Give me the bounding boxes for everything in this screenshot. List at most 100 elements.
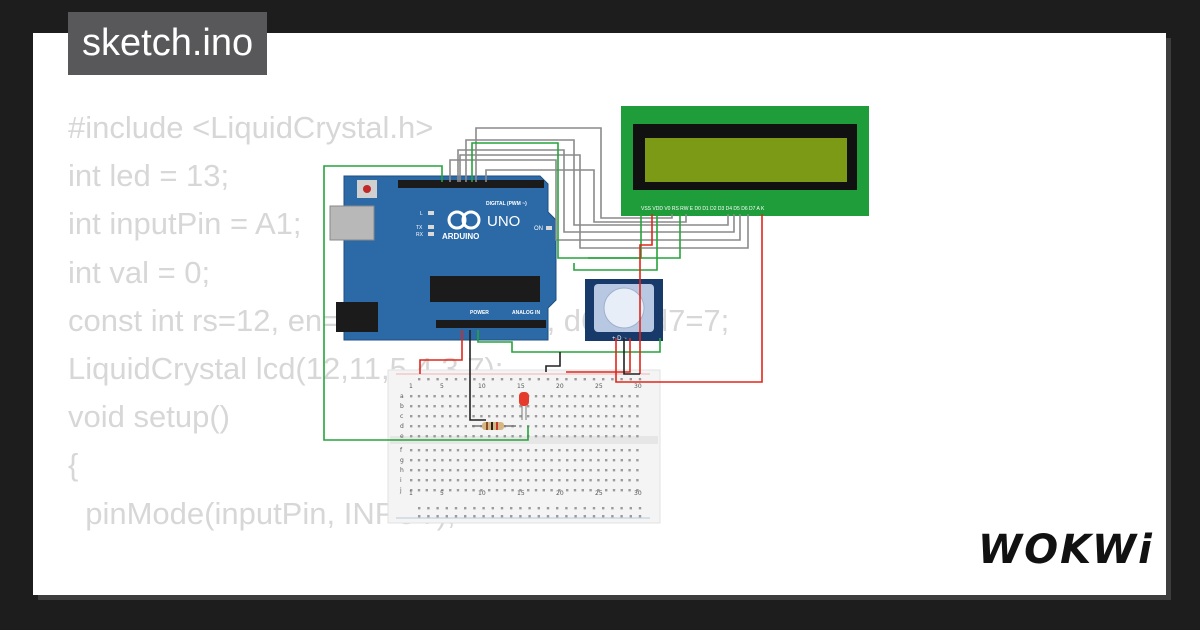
breadboard-hole xyxy=(581,449,584,452)
breadboard-hole xyxy=(605,405,608,408)
breadboard-hole xyxy=(503,415,506,418)
breadboard-hole xyxy=(597,459,600,462)
breadboard-rail-hole xyxy=(602,515,605,518)
breadboard-hole xyxy=(449,415,452,418)
breadboard-hole xyxy=(566,415,569,418)
breadboard-hole xyxy=(464,449,467,452)
bb-row-label: c xyxy=(400,413,403,420)
resistor[interactable] xyxy=(472,422,516,430)
breadboard-rail-hole xyxy=(638,507,642,510)
arduino-logo-icon xyxy=(447,210,467,230)
breadboard-hole xyxy=(464,415,467,418)
breadboard-rail-hole xyxy=(500,515,504,518)
breadboard-hole xyxy=(433,479,436,482)
breadboard-hole xyxy=(456,405,460,408)
breadboard-hole xyxy=(573,415,577,418)
bb-col-label: 10 xyxy=(478,490,486,497)
breadboard-hole xyxy=(589,415,592,418)
board-model-label: UNO xyxy=(487,213,520,230)
breadboard-hole xyxy=(527,405,530,408)
breadboard-hole xyxy=(542,395,545,398)
breadboard-hole xyxy=(480,405,483,408)
bb-row-label: i xyxy=(400,477,402,484)
breadboard-hole xyxy=(566,489,569,492)
breadboard-rail-hole xyxy=(482,515,485,518)
on-led-label: ON xyxy=(534,226,543,232)
breadboard-hole xyxy=(597,449,600,452)
breadboard-hole xyxy=(480,479,483,482)
breadboard-hole xyxy=(636,425,639,428)
breadboard-hole xyxy=(480,435,483,438)
breadboard-hole xyxy=(581,479,584,482)
breadboard-hole xyxy=(620,435,623,438)
breadboard-rail-hole xyxy=(528,378,531,381)
breadboard-hole xyxy=(488,395,491,398)
breadboard-hole xyxy=(417,395,421,398)
breadboard-hole xyxy=(527,449,530,452)
breadboard-hole xyxy=(472,415,475,418)
breadboard-rail-hole xyxy=(556,507,559,510)
breadboard-hole xyxy=(464,425,467,428)
breadboard-hole xyxy=(542,459,545,462)
wires-data xyxy=(449,127,749,249)
bb-col-label: 15 xyxy=(517,383,525,390)
bb-col-label: 20 xyxy=(556,490,564,497)
breadboard-rail-hole xyxy=(427,507,430,510)
breadboard-hole xyxy=(558,415,561,418)
breadboard-hole xyxy=(511,469,514,472)
breadboard-rail-hole xyxy=(574,507,577,510)
breadboard-rail-hole xyxy=(629,507,632,510)
power-jack xyxy=(336,302,378,332)
breadboard-hole xyxy=(542,425,545,428)
lcd-16x2-display[interactable]: VSS VDD V0 RS RW E D0 D1 D2 D3 D4 D5 D6 … xyxy=(621,106,869,216)
breadboard-hole xyxy=(410,459,413,462)
breadboard-rail-hole xyxy=(436,378,439,381)
breadboard-hole xyxy=(628,435,631,438)
breadboard-hole xyxy=(589,459,592,462)
red-led[interactable] xyxy=(519,392,529,420)
breadboard-rail-hole xyxy=(519,378,522,381)
breadboard-hole xyxy=(425,469,428,472)
breadboard-hole xyxy=(636,469,639,472)
breadboard-hole xyxy=(550,405,553,408)
arduino-uno-board[interactable]: UNO ARDUINO DIGITAL (PWM ~) POWER ANALOG… xyxy=(329,175,557,341)
breadboard-rail-hole xyxy=(583,507,586,510)
breadboard-hole xyxy=(636,395,639,398)
breadboard-hole xyxy=(534,405,538,408)
breadboard-hole xyxy=(612,405,616,408)
breadboard-rail-hole xyxy=(592,515,596,518)
analog-pins-label: ANALOG IN xyxy=(512,310,540,316)
breadboard-hole xyxy=(425,479,428,482)
breadboard-hole xyxy=(519,405,522,408)
breadboard-hole xyxy=(519,469,522,472)
file-name-tab[interactable]: sketch.ino xyxy=(68,12,268,75)
breadboard-rail-hole xyxy=(418,515,421,518)
pir-motion-sensor[interactable]: + D − xyxy=(585,279,663,342)
breadboard-rail-hole xyxy=(583,515,586,518)
breadboard-hole xyxy=(581,459,584,462)
breadboard-hole xyxy=(612,479,616,482)
breadboard-hole xyxy=(534,425,538,428)
breadboard-hole xyxy=(480,459,483,462)
breadboard-hole xyxy=(441,435,444,438)
reset-button-cap[interactable] xyxy=(363,185,371,193)
bb-col-label: 5 xyxy=(440,383,444,390)
breadboard-hole xyxy=(628,449,631,452)
wokwi-logo: WOKWi xyxy=(978,527,1154,573)
breadboard-hole xyxy=(488,489,491,492)
breadboard-hole xyxy=(425,435,428,438)
breadboard-hole xyxy=(410,405,413,408)
breadboard-hole xyxy=(511,405,514,408)
breadboard-hole xyxy=(542,489,545,492)
breadboard-rail-hole xyxy=(445,378,448,381)
breadboard-rail-hole xyxy=(500,378,504,381)
breadboard-hole xyxy=(620,469,623,472)
breadboard-hole xyxy=(519,415,522,418)
breadboard-hole xyxy=(456,459,460,462)
l-led-label: L xyxy=(420,211,423,217)
breadboard-hole xyxy=(573,395,577,398)
breadboard-hole xyxy=(612,425,616,428)
rx-led xyxy=(428,232,434,236)
breadboard-hole xyxy=(605,449,608,452)
breadboard-hole xyxy=(573,489,577,492)
